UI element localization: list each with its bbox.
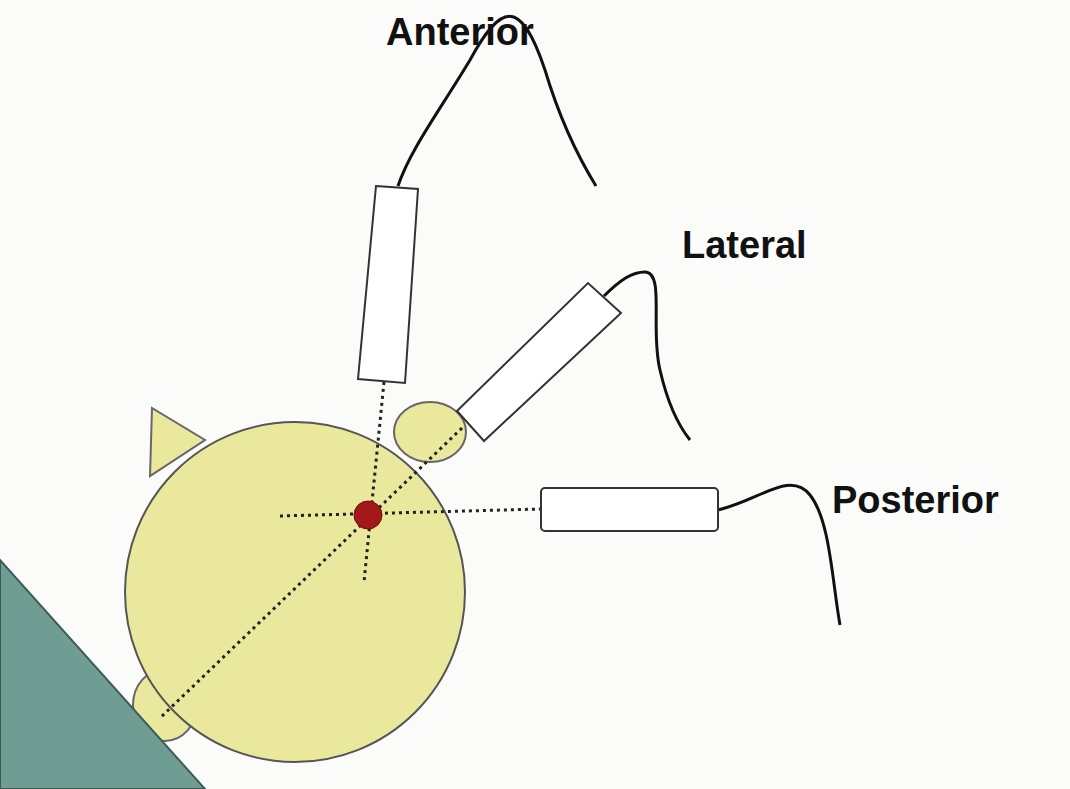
posterior-probe	[541, 485, 840, 625]
head-ear	[394, 402, 466, 462]
head-circle	[125, 422, 465, 762]
probe-label: Anterior	[386, 12, 534, 54]
head-rest	[0, 560, 205, 789]
lateral-probe	[457, 272, 690, 441]
probe-label: Lateral	[682, 225, 807, 267]
target-point	[354, 501, 382, 529]
probe-label: Posterior	[832, 480, 999, 522]
